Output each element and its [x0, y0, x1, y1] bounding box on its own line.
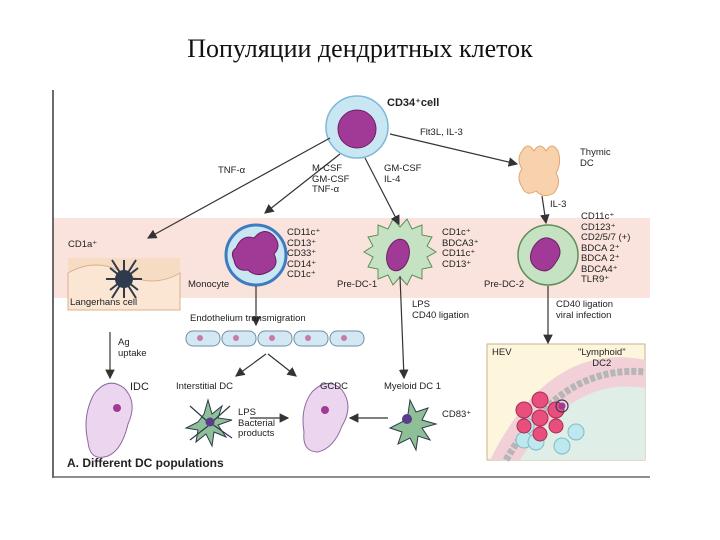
gcdc-cell — [302, 383, 349, 453]
thymic-dc-cell — [518, 145, 561, 197]
pre-dc2-label: Pre-DC-2 — [484, 279, 525, 290]
pre-dc1-markers: CD1c⁺ BDCA3⁺ CD11c⁺ CD13⁺ — [442, 227, 479, 270]
myeloid-dc1-cell — [388, 398, 438, 452]
cd1a-label: CD1a⁺ — [68, 239, 98, 250]
cd40-viral-label: CD40 ligation viral infection — [556, 299, 614, 321]
monocyte-cell — [224, 223, 288, 287]
idc-cell — [85, 382, 133, 458]
lps-bacterial-label: LPS Bacterial products — [238, 407, 275, 439]
endothelium-layer — [185, 330, 365, 347]
interstitial-dc-label: Interstitial DC — [176, 381, 234, 392]
flt3-label: Flt3L, IL-3 — [420, 127, 463, 138]
monocyte-markers: CD11c⁺ CD13⁺ CD33⁺ CD14⁺ CD1c⁺ — [287, 227, 321, 280]
tnf-label: TNF-α — [218, 165, 246, 176]
idc-label: IDC — [130, 381, 149, 393]
diagram-graphics — [52, 90, 650, 478]
lps-cd40-label: LPS CD40 ligation — [412, 299, 470, 321]
dc-populations-figure: CD34⁺cell Flt3L, IL-3 Thymic DC TNF-α M-… — [50, 88, 650, 478]
thymic-dc-label: Thymic DC — [580, 147, 611, 169]
figure-caption: A. Different DC populations — [67, 456, 224, 470]
pre-dc2-markers: CD11c⁺ CD123⁺ CD2/5/7 (+) BDCA 2⁺ BDCA 2… — [581, 211, 631, 285]
hev-label: HEV — [492, 347, 512, 358]
cd34-cell — [325, 95, 389, 159]
cd34-label: CD34⁺cell — [387, 97, 440, 109]
cd83-label: CD83⁺ — [442, 409, 472, 420]
monocyte-label: Monocyte — [188, 279, 230, 290]
lymph-node-panel — [486, 343, 646, 462]
pre-dc1-label: Pre-DC-1 — [337, 279, 378, 290]
gcdc-label: GCDC — [320, 381, 348, 392]
myeloid-dc1-label: Myeloid DC 1 — [384, 381, 442, 392]
langerhans-label: Langerhans cell — [70, 297, 138, 308]
gmcsf-label: GM-CSF IL-4 — [384, 163, 422, 185]
mcsf-label: M-CSF GM-CSF TNF-α — [312, 163, 350, 195]
lymphoid-dc2-label: "Lymphoid" DC2 — [578, 347, 626, 369]
interstitial-dc-cell — [184, 398, 233, 448]
langerhans-cell — [67, 258, 181, 311]
endothelium-label: Endothelium transmigration — [190, 313, 306, 324]
slide-title: Популяции дендритных клеток — [187, 34, 533, 63]
arrows — [105, 133, 553, 423]
il3-label: IL-3 — [550, 199, 567, 210]
pre-dc2-cell — [517, 224, 579, 286]
ag-uptake-label: Ag uptake — [118, 337, 147, 359]
